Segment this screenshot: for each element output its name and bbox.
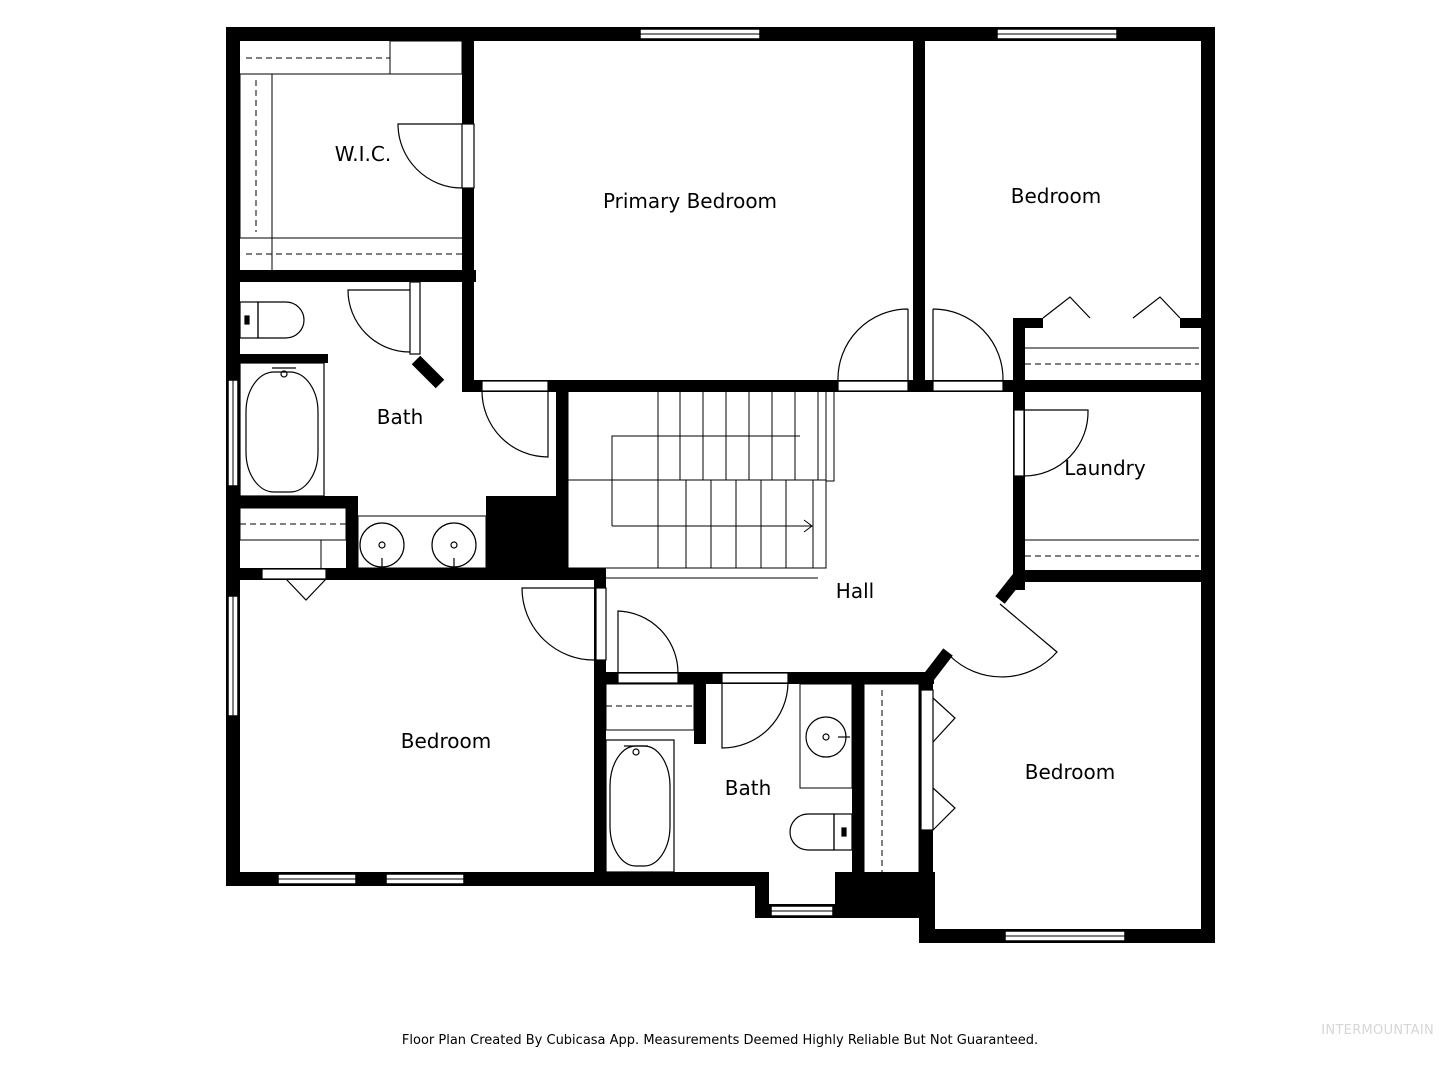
door-openings: [261, 123, 1025, 831]
sinks: [359, 522, 850, 758]
room-label-bath-top: Bath: [377, 405, 424, 429]
toilet-bottom: [789, 813, 853, 851]
room-label-bath-bottom: Bath: [725, 776, 772, 800]
room-label-wic: W.I.C.: [335, 142, 391, 166]
staircase: [567, 390, 835, 579]
bathtub-top: [239, 362, 325, 497]
room-label-bedroom-sw: Bedroom: [401, 729, 491, 753]
watermark: INTERMOUNTAIN: [1321, 1023, 1434, 1038]
bathtub-bottom: [605, 739, 675, 873]
room-labels: W.I.C. Primary Bedroom Bedroom Bath Laun…: [335, 142, 1146, 800]
window-mullions: [232, 33, 1125, 937]
room-label-bedroom-se: Bedroom: [1025, 760, 1115, 784]
floor-plan-caption: Floor Plan Created By Cubicasa App. Meas…: [401, 1033, 1039, 1048]
room-label-laundry: Laundry: [1064, 456, 1146, 480]
toilet-top: [239, 301, 305, 339]
room-label-hall: Hall: [836, 579, 874, 603]
room-label-bedroom-ne: Bedroom: [1011, 184, 1101, 208]
closet-shelving: [239, 40, 1199, 905]
door-swings: [285, 123, 1181, 831]
angled-walls: [411, 355, 1024, 682]
closet-rods: [240, 57, 1199, 900]
room-label-primary-bedroom: Primary Bedroom: [603, 189, 777, 213]
